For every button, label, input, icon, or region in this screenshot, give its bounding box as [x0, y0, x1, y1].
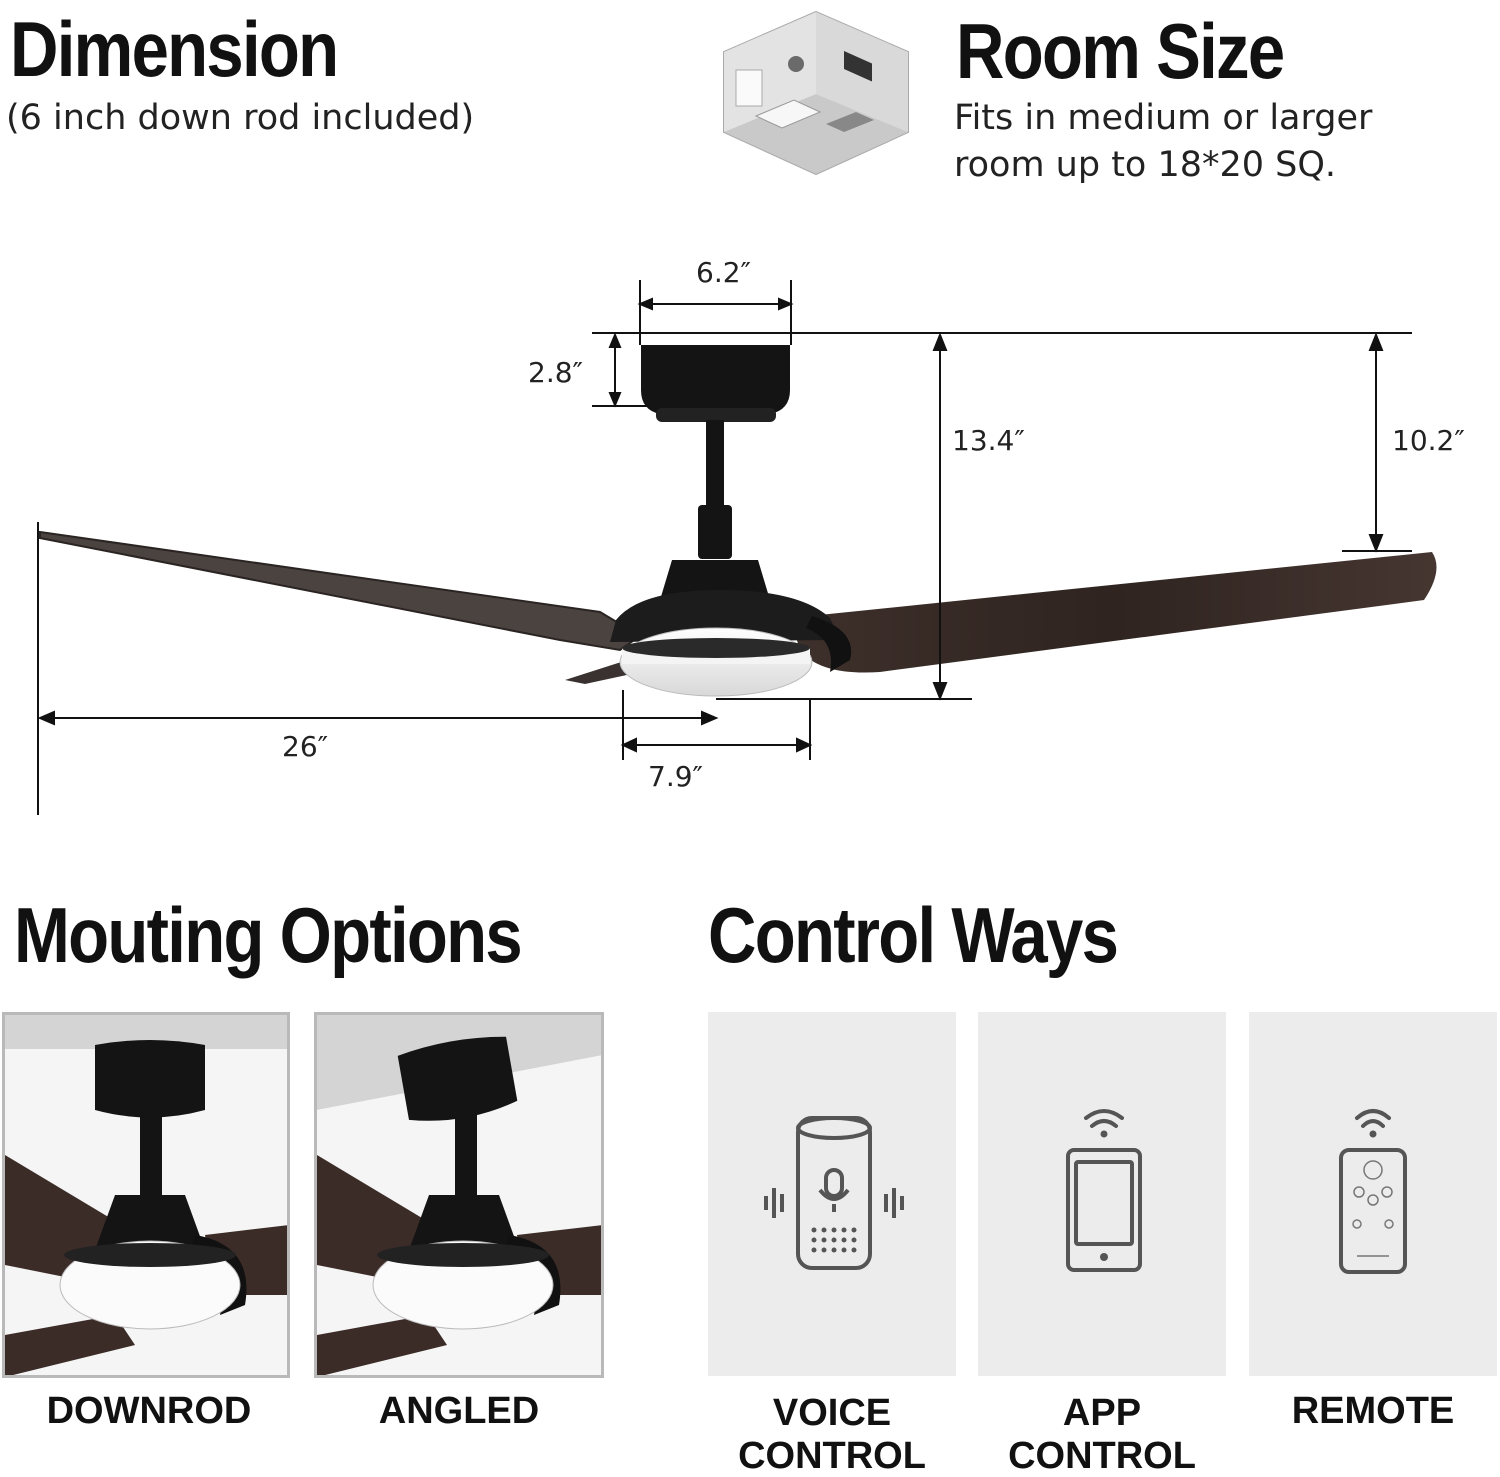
fan-downrod — [706, 420, 724, 510]
smart-speaker-icon — [764, 1116, 904, 1270]
dim-blade-length: 26″ — [282, 730, 329, 763]
control-app-line2: CONTROL — [1008, 1434, 1196, 1477]
remote-control-icon — [1339, 1109, 1407, 1274]
dimension-subtitle: (6 inch down rod included) — [6, 98, 475, 138]
control-card-remote — [1249, 1012, 1497, 1376]
mount-option-downrod-label: DOWNROD — [46, 1390, 252, 1432]
dim-light-width: 7.9″ — [648, 760, 703, 793]
dim-canopy-width: 6.2″ — [696, 256, 751, 289]
room-size-title: Room Size — [956, 7, 1285, 95]
dim-total-height: 13.4″ — [952, 424, 1025, 457]
smartphone-wifi-icon — [1066, 1109, 1142, 1272]
room-size-line2: room up to 18*20 SQ. — [954, 145, 1337, 185]
room-isometric-icon — [716, 4, 916, 184]
control-card-voice — [708, 1012, 956, 1376]
mount-option-angled-label: ANGLED — [378, 1390, 540, 1432]
control-app-line1: APP — [1062, 1392, 1142, 1434]
fan-blade-right — [790, 552, 1437, 673]
fan-canopy — [641, 345, 790, 414]
control-voice-label: VOICE CONTROL — [708, 1392, 956, 1477]
mounting-title: Mouting Options — [14, 891, 523, 979]
downrod-mount-photo — [2, 1012, 290, 1378]
control-voice-line2: CONTROL — [738, 1434, 926, 1477]
control-voice-line1: VOICE — [772, 1392, 892, 1434]
control-title: Control Ways — [708, 891, 1119, 979]
control-app-label: APP CONTROL — [978, 1392, 1226, 1477]
fan-blade-left — [39, 530, 642, 652]
dim-canopy-height: 2.8″ — [528, 356, 583, 389]
control-remote-label: REMOTE — [1249, 1390, 1497, 1433]
angled-mount-photo — [314, 1012, 604, 1378]
fan-dimension-diagram — [37, 280, 1437, 815]
room-size-line1: Fits in medium or larger — [954, 98, 1373, 138]
control-card-app — [978, 1012, 1226, 1376]
dim-blade-height: 10.2″ — [1392, 424, 1465, 457]
dimension-title: Dimension — [10, 5, 339, 93]
control-remote-line1: REMOTE — [1291, 1390, 1455, 1432]
